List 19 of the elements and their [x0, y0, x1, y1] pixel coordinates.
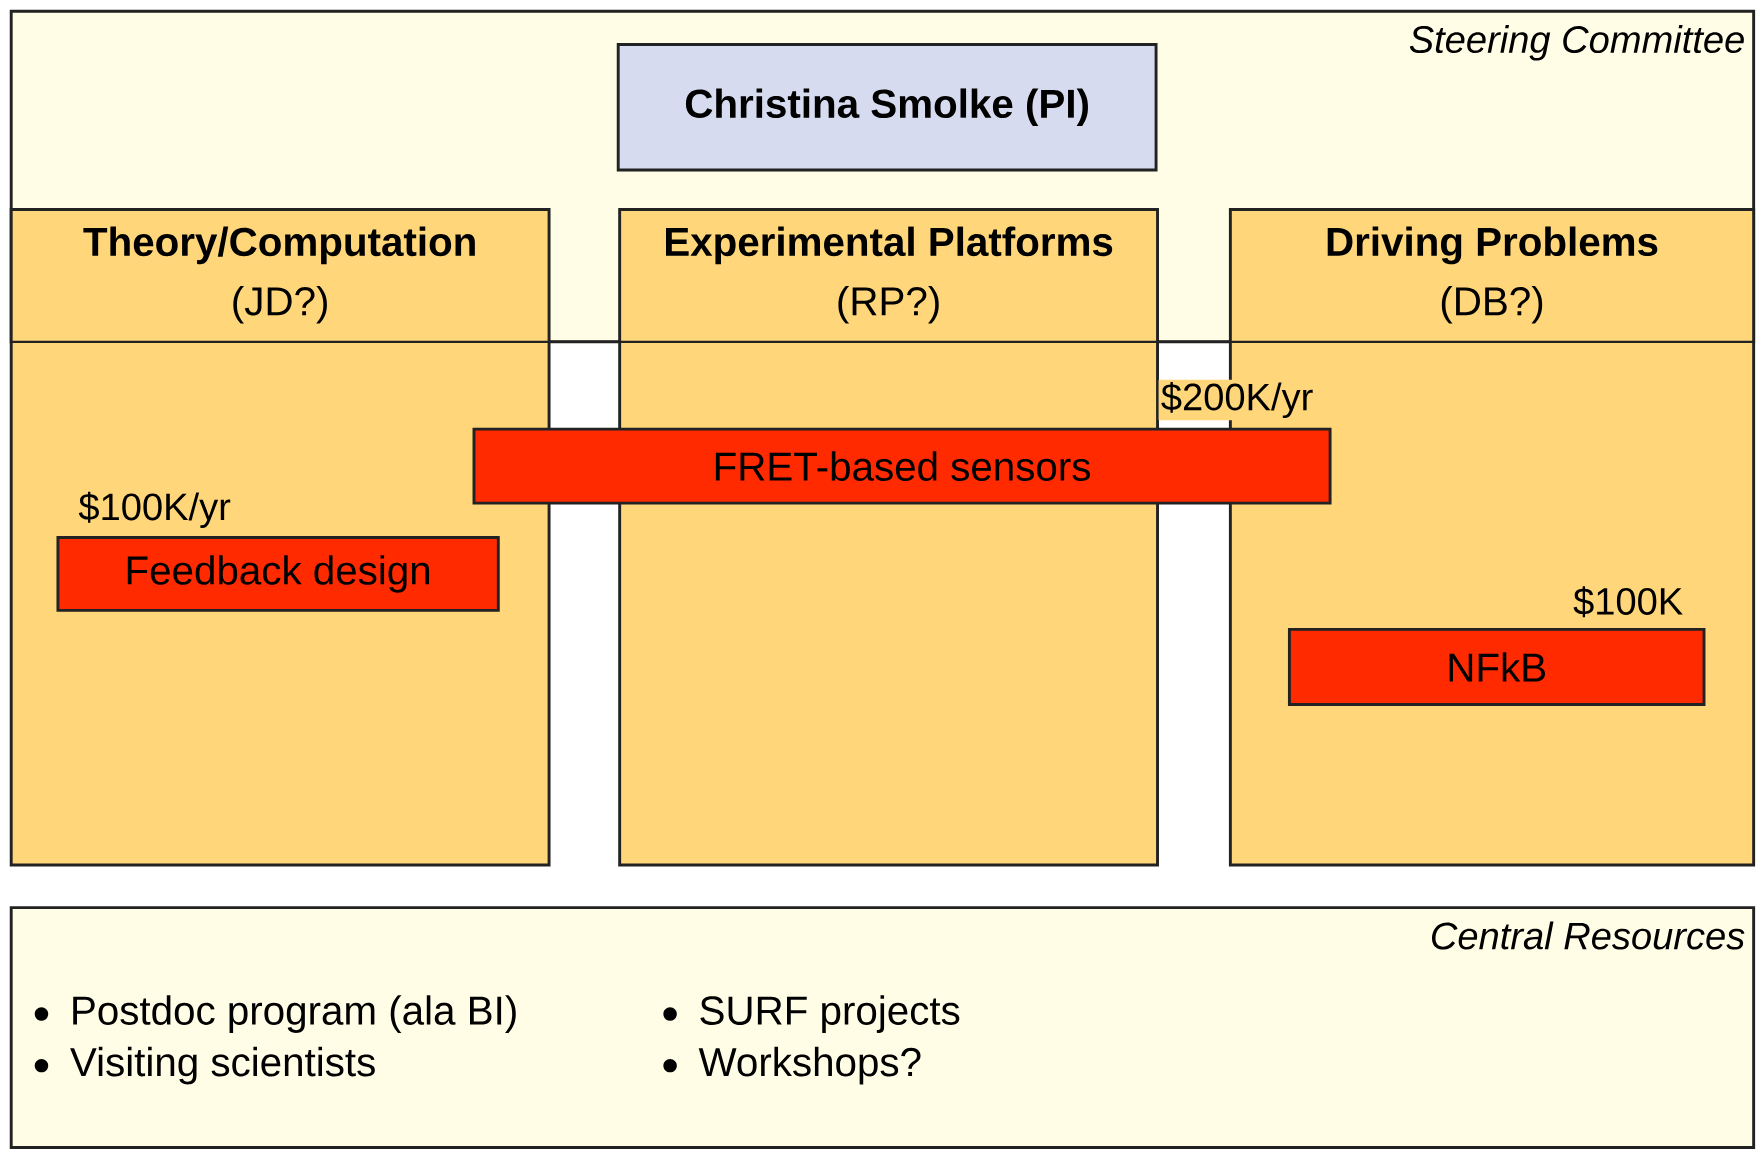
list-item: Visiting scientists: [70, 1046, 375, 1085]
column-heading: Driving Problems: [1327, 226, 1658, 265]
project-box: FRET-based sensors: [472, 427, 1332, 505]
list-item: Postdoc program (ala BI): [73, 995, 516, 1033]
column-heading: Experimental Platforms: [666, 226, 1113, 265]
list-item: SURF projects: [700, 995, 960, 1033]
list-item: Workshops?: [698, 1046, 921, 1085]
project-box: NFkB: [1287, 628, 1706, 707]
amount-label: $100K: [1573, 586, 1683, 618]
band-title: Central Resources: [1431, 921, 1745, 950]
column-subheading: (RP?): [838, 286, 939, 324]
amount-label: $100K/yr: [78, 491, 231, 528]
column-heading: Theory/Computation: [83, 226, 475, 265]
project-box: Feedback design: [56, 536, 500, 612]
column-subheading: (JD?): [233, 286, 327, 324]
column-subheading: (DB?): [1441, 286, 1543, 324]
band-title: Steering Committee: [1409, 25, 1744, 61]
amount-label: $200K/yr: [1158, 379, 1316, 421]
pi-box: Christina Smolke (PI): [616, 43, 1158, 172]
